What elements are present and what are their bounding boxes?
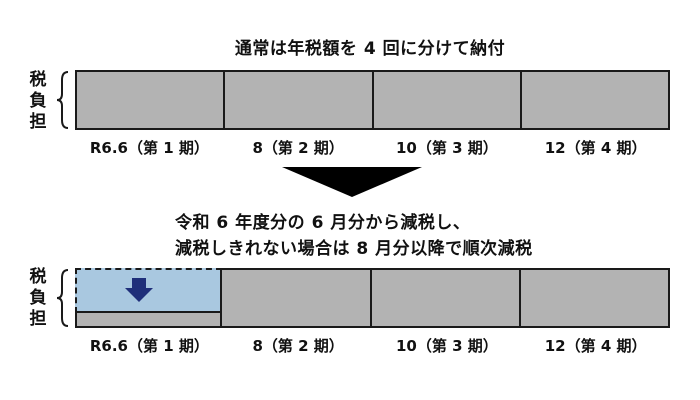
side-char: 担 bbox=[29, 112, 47, 132]
bottom-installment-2 bbox=[220, 268, 372, 328]
middle-caption-line1: 令和 6 年度分の 6 月分から減税し、 bbox=[175, 213, 471, 233]
side-char: 担 bbox=[29, 309, 47, 329]
period-label: 8（第 2 期） bbox=[252, 337, 344, 355]
top-installment-4 bbox=[519, 70, 670, 130]
bottom-installment-3 bbox=[369, 268, 521, 328]
brace-icon bbox=[56, 269, 69, 327]
bottom-installment-1-reduced bbox=[75, 268, 223, 328]
remaining-portion bbox=[75, 311, 223, 328]
bottom-tax-burden-label: 税 負 担 bbox=[28, 267, 48, 330]
period-label: 10（第 3 期） bbox=[395, 337, 498, 355]
period-label: 12（第 4 期） bbox=[544, 139, 647, 157]
top-period-labels: R6.6（第 1 期） 8（第 2 期） 10（第 3 期） 12（第 4 期） bbox=[75, 137, 670, 158]
period-label: 8（第 2 期） bbox=[252, 139, 344, 157]
side-char: 税 bbox=[29, 267, 47, 287]
period-label: 12（第 4 期） bbox=[544, 337, 647, 355]
down-arrow-icon bbox=[125, 278, 153, 302]
middle-caption-line2: 減税しきれない場合は 8 月分以降で順次減税 bbox=[175, 239, 533, 259]
bottom-installment-4 bbox=[518, 268, 670, 328]
bottom-period-labels: R6.6（第 1 期） 8（第 2 期） 10（第 3 期） 12（第 4 期） bbox=[75, 335, 670, 356]
period-label: 10（第 3 期） bbox=[395, 139, 498, 157]
side-char: 税 bbox=[29, 70, 47, 90]
side-char: 負 bbox=[29, 288, 47, 308]
top-payment-bar bbox=[75, 70, 670, 130]
side-char: 負 bbox=[29, 91, 47, 111]
down-triangle-arrow-icon bbox=[282, 167, 422, 197]
bottom-payment-bar bbox=[75, 268, 670, 328]
top-installment-2 bbox=[223, 70, 374, 130]
period-label: R6.6（第 1 期） bbox=[89, 337, 209, 355]
top-installment-1 bbox=[75, 70, 226, 130]
period-label: R6.6（第 1 期） bbox=[89, 139, 209, 157]
top-caption: 通常は年税額を 4 回に分けて納付 bbox=[234, 39, 506, 59]
brace-icon bbox=[56, 71, 69, 129]
top-installment-3 bbox=[371, 70, 522, 130]
top-tax-burden-label: 税 負 担 bbox=[28, 70, 48, 133]
